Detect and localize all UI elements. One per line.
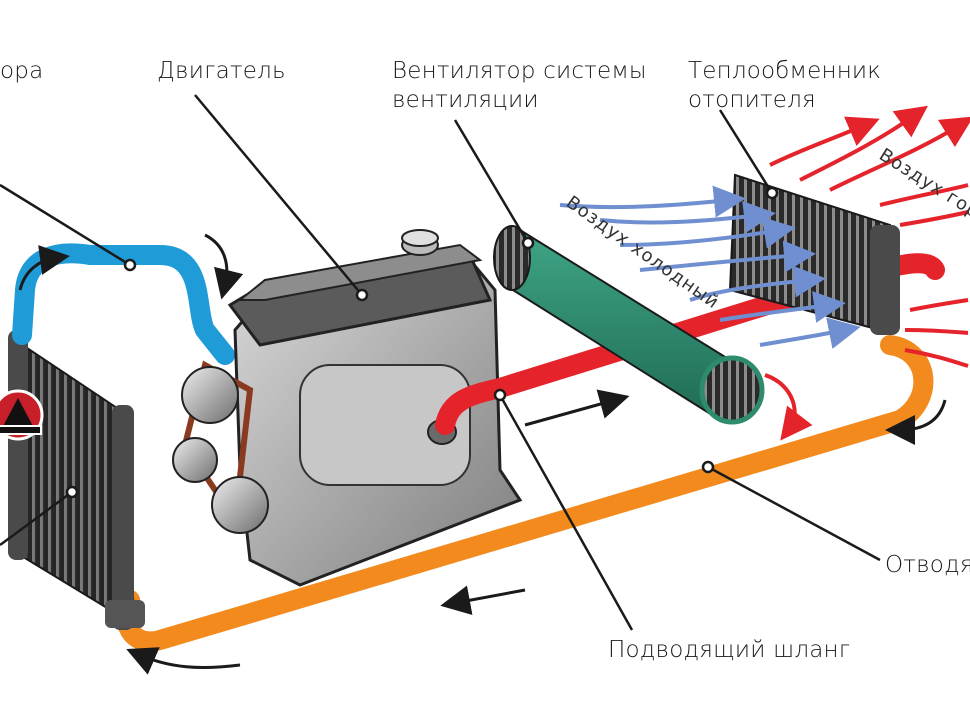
engine-label: Двигатель: [157, 58, 286, 84]
heater-label-line1: Теплообменник: [688, 58, 882, 84]
radiator: [8, 330, 145, 630]
red-badge-logo-icon: [0, 389, 44, 441]
hot-air-arrows: [769, 105, 970, 368]
cold-hose: [12, 243, 235, 365]
fan-label-line2: вентиляции: [392, 87, 539, 113]
inlet-hose-label: Подводящий шланг: [608, 637, 851, 663]
leader-lines: [0, 94, 881, 631]
fan-label-line1: Вентилятор системы: [392, 58, 647, 84]
flow-arrows: [18, 233, 947, 675]
cold-air-arrows: [559, 185, 861, 349]
radiator-label-partial: ора: [0, 58, 44, 84]
heater-label-line2: отопителя: [688, 87, 816, 113]
outlet-hose-label-partial: Отводя: [885, 552, 970, 578]
leader-dots: [65, 186, 779, 499]
ventilation-fan: [493, 225, 813, 441]
hot-hose: [435, 253, 945, 435]
